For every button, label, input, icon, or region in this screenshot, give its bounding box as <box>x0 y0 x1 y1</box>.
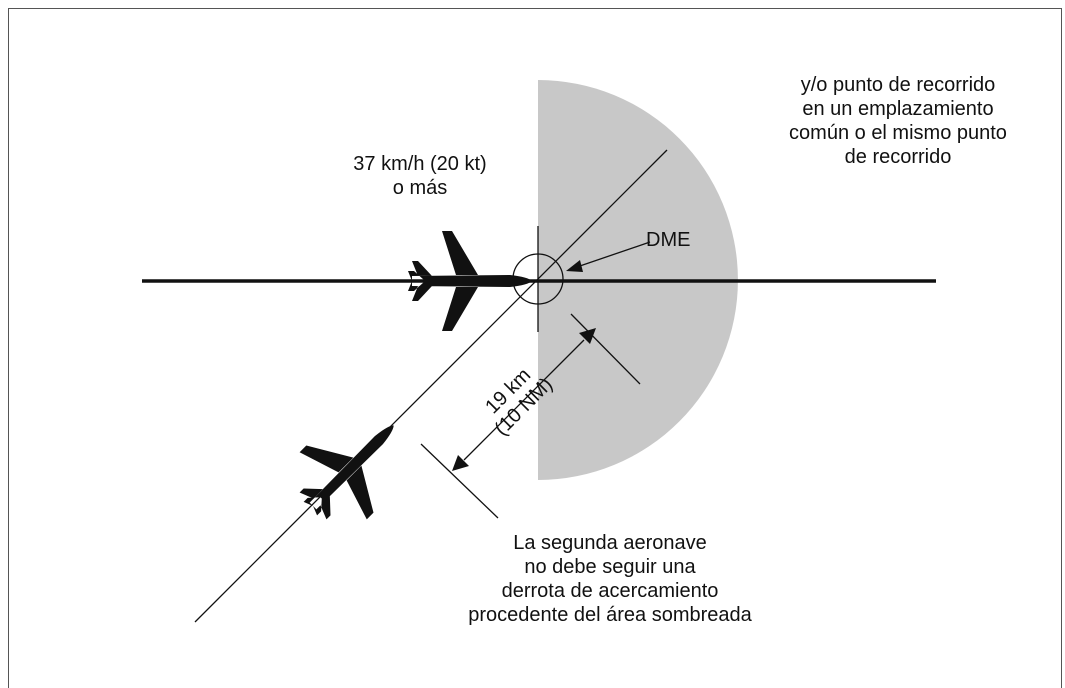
distance-dimension-line <box>463 339 585 461</box>
distance-arrowhead-end <box>579 328 596 344</box>
waypoint-label: y/o punto de recorrido en un emplazamien… <box>789 74 1007 168</box>
figure-frame <box>8 8 1062 688</box>
aircraft-icon <box>408 231 532 331</box>
distance-arrowhead-start <box>452 455 469 471</box>
note-label: La segunda aeronave no debe seguir una d… <box>468 532 752 626</box>
extension-line-inner <box>570 313 641 385</box>
speed-label: 37 km/h (20 kt) o más <box>353 153 487 199</box>
secondary-track <box>194 149 668 623</box>
aircraft-icon <box>299 425 394 520</box>
dme-arrowhead <box>566 260 583 272</box>
dme-label: DME <box>646 229 691 251</box>
extension-line-outer <box>420 443 499 519</box>
dme-leader <box>573 241 651 269</box>
